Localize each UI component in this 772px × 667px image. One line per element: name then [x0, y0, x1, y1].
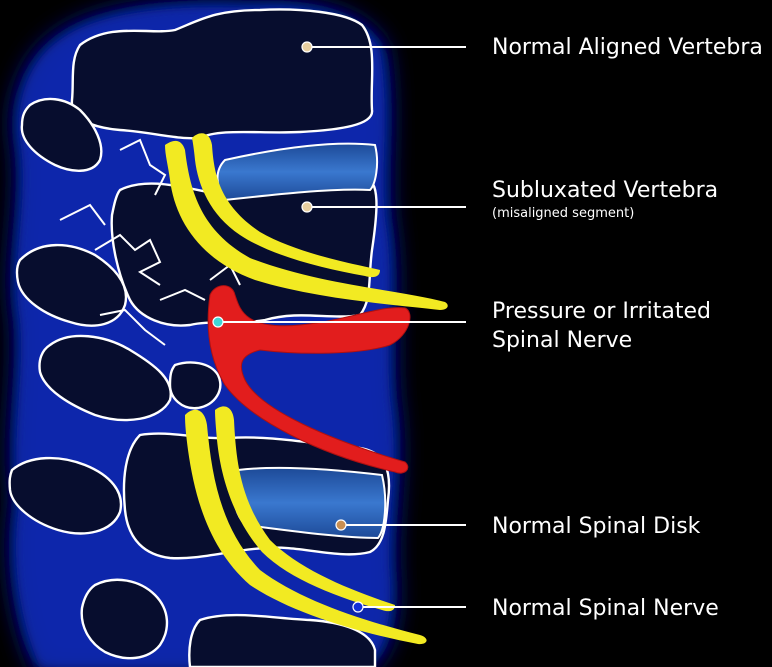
label-normal-disk-text: Normal Spinal Disk [492, 512, 700, 541]
marker-dot-vertebra [302, 42, 312, 52]
label-subluxated-title: Subluxated Vertebra [492, 176, 718, 205]
vertebra-knob [170, 362, 220, 408]
label-normal-vertebra-text: Normal Aligned Vertebra [492, 33, 763, 62]
label-normal-nerve: Normal Spinal Nerve [492, 594, 719, 623]
label-normal-nerve-text: Normal Spinal Nerve [492, 594, 719, 623]
label-irritated-line1: Pressure or Irritated [492, 297, 711, 326]
marker-dot-subluxated [302, 202, 312, 212]
label-normal-disk: Normal Spinal Disk [492, 512, 700, 541]
label-subluxated-sub: (misaligned segment) [492, 205, 718, 222]
label-irritated-nerve: Pressure or Irritated Spinal Nerve [492, 297, 711, 355]
marker-dot-nerve [353, 602, 363, 612]
label-subluxated-vertebra: Subluxated Vertebra (misaligned segment) [492, 176, 718, 222]
vertebra-subluxated [112, 178, 377, 326]
marker-dot-irritated [213, 317, 223, 327]
label-normal-vertebra: Normal Aligned Vertebra [492, 33, 763, 62]
marker-dot-disk [336, 520, 346, 530]
label-irritated-line2: Spinal Nerve [492, 326, 711, 355]
